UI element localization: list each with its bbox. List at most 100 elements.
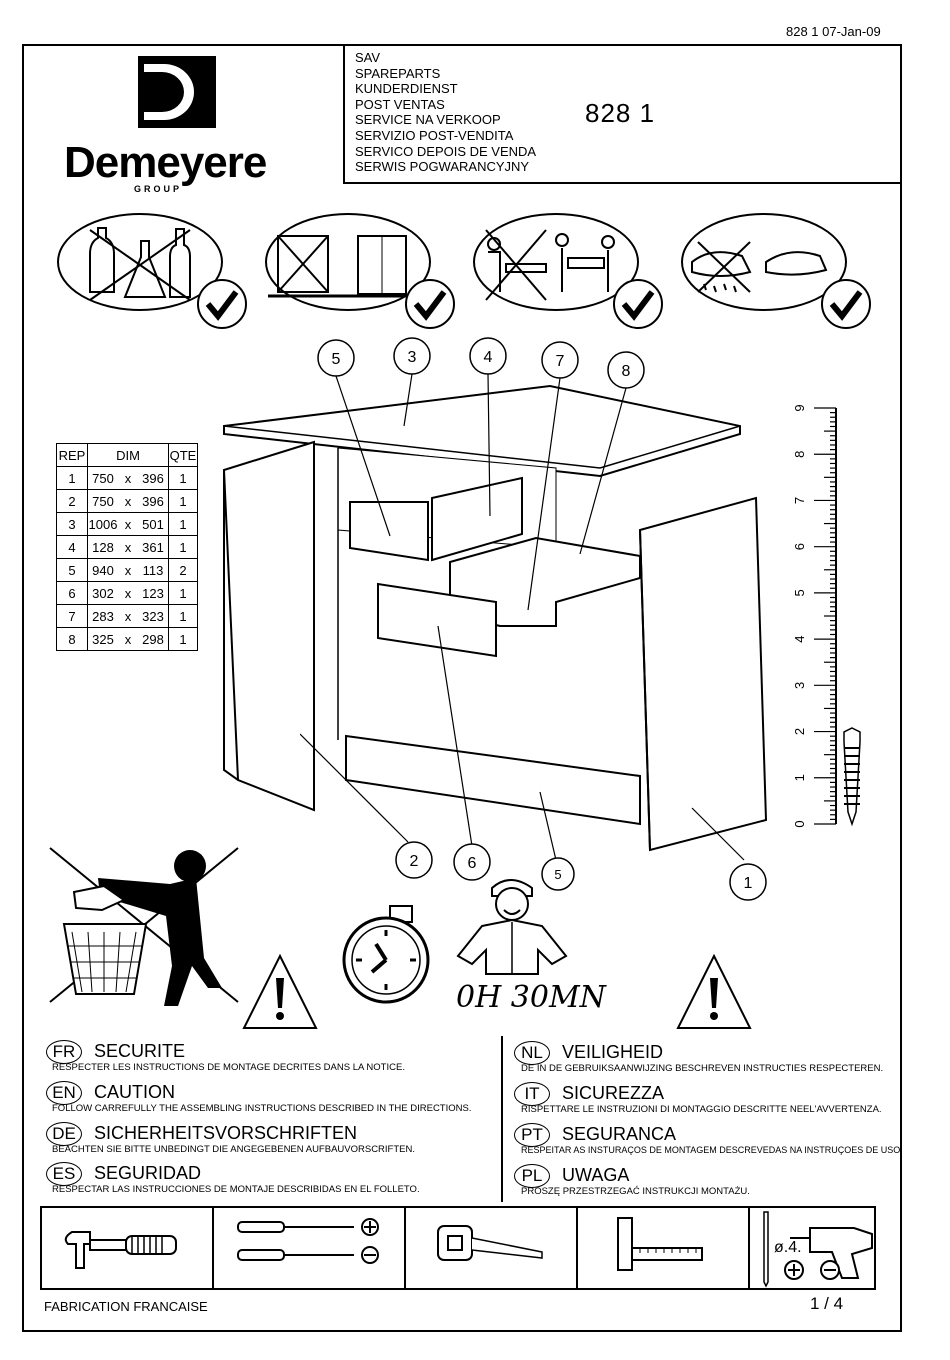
- warning-icon: [242, 953, 318, 1029]
- cell-height: 396: [138, 466, 169, 490]
- cell-rep: 4: [56, 535, 88, 559]
- cell-qte: 1: [168, 466, 198, 490]
- callout-label: 2: [410, 853, 419, 870]
- safety-title: VEILIGHEID: [562, 1042, 664, 1062]
- ruler-label: 3: [792, 682, 807, 689]
- service-line: SPAREPARTS: [355, 65, 441, 81]
- cell-height: 396: [138, 489, 169, 513]
- cell-width: 325: [87, 627, 118, 651]
- safety-title: UWAGA: [562, 1165, 630, 1185]
- ruler-label: 7: [792, 497, 807, 504]
- callout-label: 1: [744, 875, 753, 892]
- stopwatch-icon: [342, 905, 430, 1004]
- safety-text-pt: RESPEITAR AS INSTURAÇOS DE MONTAGEM DESC…: [521, 1145, 903, 1155]
- safety-text-es: RESPECTAR LAS INSTRUCCIONES DE MONTAJE D…: [52, 1184, 420, 1195]
- callout-label: 8: [622, 363, 631, 380]
- brand-name: Demeyere: [64, 138, 267, 187]
- panel-6-drawer-front: [377, 582, 497, 658]
- lang-badge: ES: [46, 1162, 82, 1186]
- service-line: SAV: [355, 50, 381, 65]
- safety-title-nl: NL VEILIGHEID: [514, 1041, 663, 1065]
- cell-height: 323: [138, 604, 169, 628]
- cell-rep: 6: [56, 581, 88, 605]
- no-solvents-icon: [57, 213, 247, 329]
- cell-x: x: [118, 535, 138, 559]
- safety-title-es: ES SEGURIDAD: [46, 1162, 201, 1186]
- safety-title: SEGURANCA: [562, 1124, 677, 1144]
- cell-rep: 8: [56, 627, 88, 651]
- tool-drill: ø.4.: [750, 1208, 910, 1288]
- cell-rep: 3: [56, 512, 88, 536]
- service-languages-list: SAV SPAREPARTS KUNDERDIENST POST VENTAS …: [355, 50, 536, 175]
- service-line: SERVIZIO POST-VENDITA: [355, 127, 514, 143]
- ruler-label: 8: [792, 451, 807, 458]
- cell-x: x: [118, 627, 138, 651]
- screw-icon: [843, 727, 861, 827]
- document-reference: 828 1 07-Jan-09: [786, 24, 881, 39]
- service-line: SERVICO DEPOIS DE VENDA: [355, 143, 537, 159]
- cell-x: x: [118, 604, 138, 628]
- dry-cloth-only-icon: [681, 213, 871, 329]
- assembly-time: 0H 30MN: [456, 980, 606, 1015]
- panel-5-upper-rail: [349, 501, 429, 562]
- care-pictograms: [57, 213, 871, 329]
- lang-badge: EN: [46, 1081, 82, 1105]
- safety-text-it: RISPETTARE LE INSTRUZIONI DI MONTAGGIO D…: [521, 1104, 882, 1115]
- safety-title-fr: FR SECURITE: [46, 1040, 185, 1064]
- panel-2-left-side: [223, 440, 315, 812]
- worker-icon: [456, 879, 568, 975]
- table-row: 8 325 x 298 1: [56, 627, 198, 651]
- safety-text-nl: DE IN DE GEBRUIKSAANWIJZING BESCHREVEN I…: [521, 1063, 884, 1074]
- brand-logo-mark: [138, 56, 216, 128]
- drill-icon: ø.4.: [763, 1211, 873, 1288]
- cell-height: 501: [138, 512, 169, 536]
- cell-height: 298: [138, 627, 169, 651]
- cell-qte: 2: [168, 558, 198, 582]
- part-callouts: 5 3 4 7 8 2 6 5 1: [300, 337, 767, 901]
- page-number: 1 / 4: [810, 1294, 844, 1313]
- cell-qte: 1: [168, 512, 198, 536]
- cell-qte: 1: [168, 604, 198, 628]
- lang-badge: FR: [46, 1040, 82, 1064]
- safety-title: SECURITE: [94, 1041, 186, 1061]
- cell-x: x: [118, 489, 138, 513]
- cell-width: 1006: [87, 512, 118, 536]
- exploded-assembly-drawing: [223, 384, 768, 852]
- lang-badge: PT: [514, 1123, 550, 1147]
- tape-measure-icon: [437, 1225, 543, 1261]
- safety-title: SICUREZZA: [562, 1083, 665, 1103]
- col-header-rep: REP: [56, 443, 88, 467]
- drill-bit-size: ø.4.: [774, 1239, 802, 1256]
- table-row: 6 302 x 123 1: [56, 581, 198, 605]
- cell-height: 361: [138, 535, 169, 559]
- tool-tape-measure: [406, 1208, 578, 1288]
- ruler-label: 6: [792, 543, 807, 550]
- cell-qte: 1: [168, 627, 198, 651]
- cell-x: x: [118, 558, 138, 582]
- table-row: 7 283 x 323 1: [56, 604, 198, 628]
- lang-badge: NL: [514, 1041, 550, 1065]
- table-row: 3 1006 x 501 1: [56, 512, 198, 536]
- lang-badge: PL: [514, 1164, 550, 1188]
- panel-4-drawer-front: [431, 476, 523, 562]
- col-header-qte: QTE: [168, 443, 198, 467]
- stand-upright-icon: [265, 213, 455, 329]
- ruler-label: 2: [792, 728, 807, 735]
- cell-rep: 5: [56, 558, 88, 582]
- safety-title: SEGURIDAD: [94, 1163, 202, 1183]
- safety-title-pl: PL UWAGA: [514, 1164, 629, 1188]
- parts-table: REP DIM QTE 1 750 x 396 1 2 750 x 396 1 …: [56, 443, 198, 651]
- cell-rep: 7: [56, 604, 88, 628]
- tool-screwdrivers: [214, 1208, 406, 1288]
- brand-subline: GROUP: [134, 184, 183, 194]
- warning-icon: [676, 953, 752, 1029]
- hammer-icon: [64, 1231, 177, 1269]
- panel-5-bottom-rail: [345, 734, 641, 826]
- col-header-dim: DIM: [87, 443, 169, 467]
- no-dumping-icon: [49, 847, 239, 1006]
- cell-width: 940: [87, 558, 118, 582]
- service-line: KUNDERDIENST: [355, 81, 458, 97]
- safety-title-pt: PT SEGURANCA: [514, 1123, 676, 1147]
- cell-width: 302: [87, 581, 118, 605]
